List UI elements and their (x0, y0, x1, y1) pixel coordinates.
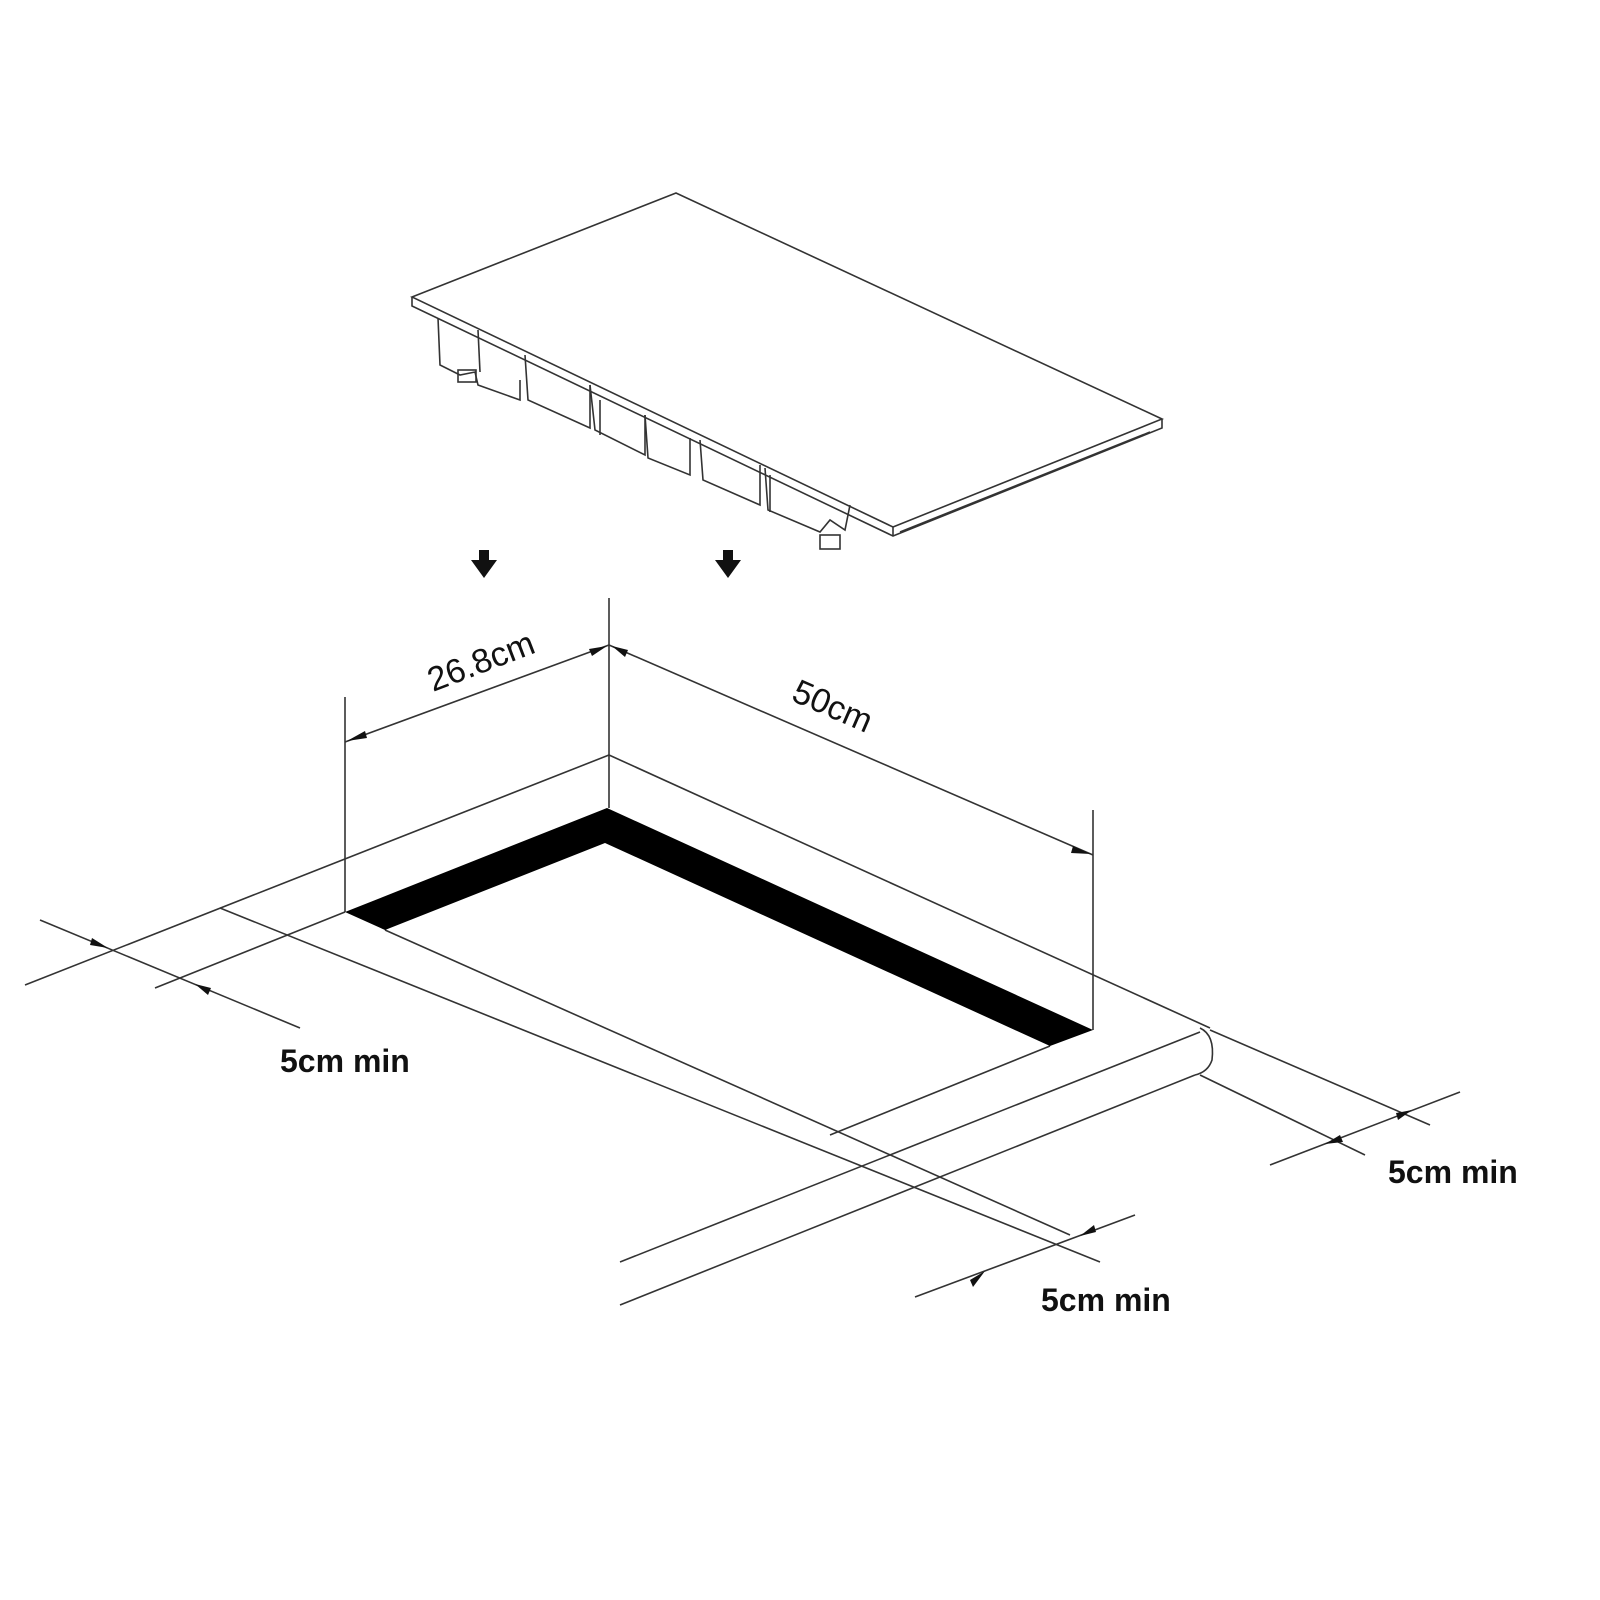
clearance-left-label: 5cm min (280, 1043, 410, 1079)
clearance-front-label: 5cm min (1041, 1282, 1171, 1318)
hob-appliance (409, 192, 1165, 550)
worktop (24, 598, 1431, 1306)
hob-glass-edge (411, 297, 1163, 537)
dimension-arrowheads (90, 646, 1412, 1287)
dimension-lines (39, 644, 1461, 1298)
clearance-right-label: 5cm min (1388, 1154, 1518, 1190)
cutout-outline (345, 808, 1093, 1046)
length-dimension-label: 50cm (787, 672, 878, 740)
width-dimension-label: 26.8cm (422, 624, 540, 699)
down-arrow-left-icon (471, 550, 497, 578)
down-arrow-right-icon (715, 550, 741, 578)
hob-underside-housing (437, 317, 1151, 550)
